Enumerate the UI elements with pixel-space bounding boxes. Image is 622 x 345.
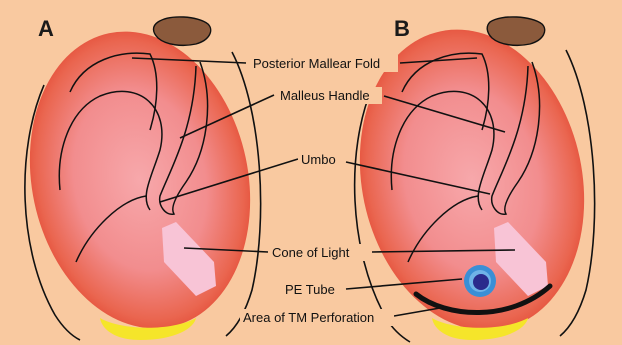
pars-flaccida-b bbox=[487, 17, 544, 45]
label-malleus-handle: Malleus Handle bbox=[280, 88, 370, 103]
pe-tube-inner bbox=[473, 274, 489, 290]
label-posterior-mallear-fold: Posterior Mallear Fold bbox=[253, 56, 380, 71]
panel-letter-a: A bbox=[38, 16, 54, 41]
label-pe-tube: PE Tube bbox=[285, 282, 335, 297]
label-cone-of-light: Cone of Light bbox=[272, 245, 350, 260]
label-umbo: Umbo bbox=[301, 152, 336, 167]
pars-flaccida bbox=[154, 17, 211, 45]
panel-letter-b: B bbox=[394, 16, 410, 41]
label-area-of-tm-perforation: Area of TM Perforation bbox=[243, 310, 374, 325]
